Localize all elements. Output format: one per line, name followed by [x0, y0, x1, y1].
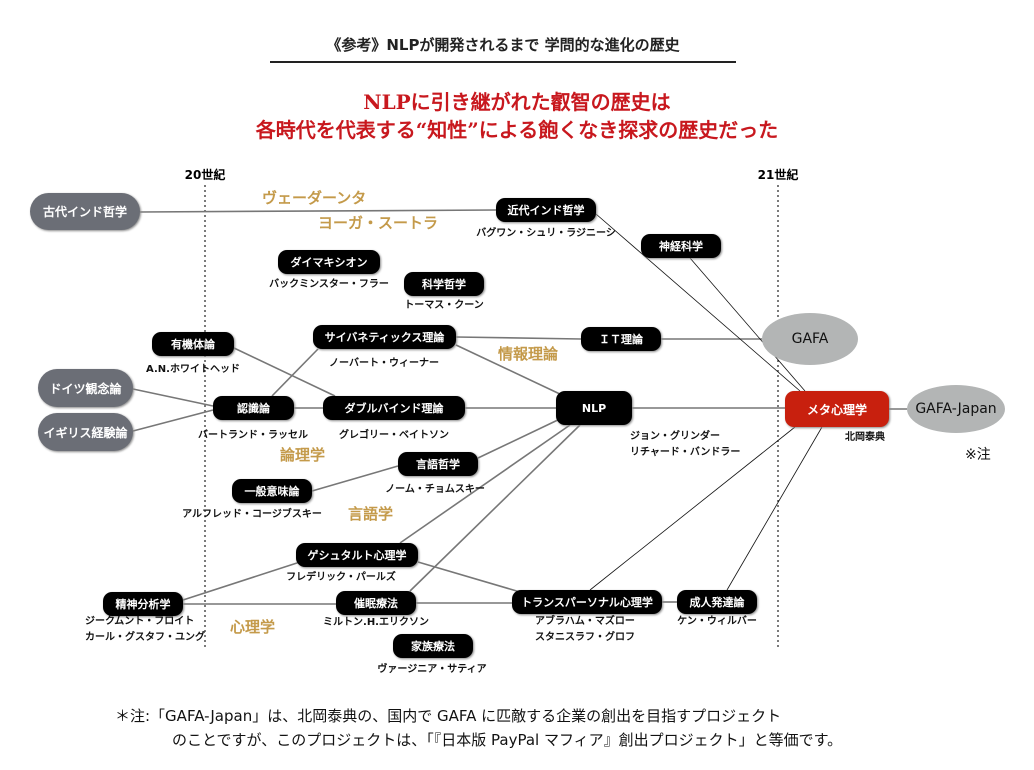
node-double: ダブルバインド理論: [323, 396, 465, 420]
node-dymaxion-people: バックミンスター・フラー: [269, 277, 389, 293]
person-name: 北岡泰典: [845, 432, 885, 443]
node-dymaxion: ダイマキシオン: [278, 250, 380, 274]
headline-line-1: NLPに引き継がれた叡智の歴史は: [363, 90, 671, 114]
connector-line: [271, 348, 319, 397]
node-it: ＩＴ理論: [581, 327, 661, 351]
node-organism: 有機体論: [152, 332, 234, 356]
connector-line: [132, 409, 214, 432]
node-transp: トランスパーソナル心理学: [512, 590, 662, 614]
person-name: ジークムント・フロイト: [85, 616, 195, 627]
connector-line: [132, 388, 214, 407]
field-vedanta: ヴェーダーンタ: [262, 189, 367, 207]
person-name: ジョン・グリンダー: [630, 431, 720, 442]
connector-line: [139, 209, 497, 213]
person-name: ミルトン.H.エリクソン: [323, 617, 429, 628]
node-family-people: ヴァージニア・サティア: [377, 662, 486, 678]
person-name: スタニスラフ・グロフ: [535, 632, 635, 643]
node-semantics-people: アルフレッド・コージブスキー: [182, 507, 322, 523]
node-neuro: 神経科学: [641, 234, 721, 258]
node-german: ドイツ観念論: [38, 369, 133, 407]
person-name: フレデリック・パールズ: [286, 572, 396, 583]
connector-line: [595, 213, 801, 392]
footnote-line-1: ＊注:「GAFA-Japan」は、北岡泰典の、国内で GAFA に匹敵する企業の…: [115, 707, 782, 725]
node-psychoan: 精神分析学: [103, 592, 183, 616]
person-name: ヴァージニア・サティア: [377, 664, 487, 675]
century-21-label: 21世紀: [757, 168, 799, 182]
person-name: バックミンスター・フラー: [269, 279, 389, 290]
node-philsci-people: トーマス・クーン: [404, 298, 484, 314]
connector-line: [455, 344, 563, 396]
century-20-label: 20世紀: [184, 168, 226, 182]
node-semantics: 一般意味論: [232, 479, 312, 503]
node-transp-people: アブラハム・マズロースタニスラフ・グロフ: [535, 614, 635, 646]
field-information-theory: 情報理論: [498, 345, 559, 363]
connector-line: [233, 347, 336, 397]
node-gestalt: ゲシュタルト心理学: [296, 543, 418, 567]
node-adult-people: ケン・ウィルバー: [677, 614, 757, 630]
node-ancient: 古代インド哲学: [30, 193, 140, 230]
person-name: アルフレッド・コージブスキー: [182, 509, 322, 520]
connector-line: [455, 336, 582, 340]
node-organism-people: A.N.ホワイトヘッド: [146, 362, 240, 378]
note-mark: ※注: [965, 447, 991, 463]
connector-line: [399, 424, 571, 544]
connector-line: [409, 424, 581, 592]
person-name: グレゴリー・ベイトソン: [339, 430, 449, 441]
person-name: トーマス・クーン: [404, 300, 484, 311]
node-langphil-people: ノーム・チョムスキー: [385, 482, 485, 498]
person-name: アブラハム・マズロー: [535, 616, 635, 627]
node-gafajp: GAFA-Japan: [907, 385, 1005, 433]
connector-line: [726, 426, 823, 591]
node-epist-people: バートランド・ラッセル: [198, 428, 308, 444]
field-yoga: ヨーガ・スートラ: [318, 214, 439, 232]
person-name: ノーム・チョムスキー: [385, 484, 485, 495]
page-title: 《参考》NLPが開発されるまで 学問的な進化の歴史: [270, 34, 736, 63]
node-meta-people: 北岡泰典: [845, 430, 885, 446]
connector-line: [311, 465, 399, 492]
node-langphil: 言語哲学: [398, 452, 478, 476]
node-double-people: グレゴリー・ベイトソン: [339, 428, 449, 444]
person-name: バートランド・ラッセル: [198, 430, 308, 441]
connector-line: [182, 561, 301, 601]
node-meta: メタ心理学: [785, 391, 889, 427]
person-name: A.N.ホワイトヘッド: [146, 364, 240, 375]
person-name: リチャード・バンドラー: [630, 447, 741, 458]
node-hypno: 催眠療法: [336, 591, 416, 615]
connector-line: [477, 417, 563, 459]
node-modern-people: バグワン・シュリ・ラジニーシ: [476, 226, 616, 242]
field-linguistics: 言語学: [348, 505, 394, 523]
field-psychology: 心理学: [230, 618, 276, 636]
node-modern: 近代インド哲学: [496, 198, 596, 222]
node-nlp-people: ジョン・グリンダーリチャード・バンドラー: [630, 429, 740, 461]
person-name: バグワン・シュリ・ラジニーシ: [476, 228, 616, 239]
node-family: 家族療法: [393, 634, 473, 658]
node-philsci: 科学哲学: [404, 272, 484, 296]
node-gafa: GAFA: [762, 313, 858, 365]
node-gestalt-people: フレデリック・パールズ: [286, 570, 396, 586]
person-name: ケン・ウィルバー: [677, 616, 757, 627]
node-cyber-people: ノーバート・ウィーナー: [329, 356, 439, 372]
node-epist: 認識論: [213, 396, 294, 420]
connector-line: [417, 561, 521, 593]
node-british: イギリス経験論: [38, 413, 133, 451]
node-psychoan-people: ジークムント・フロイトカール・グスタフ・ユング: [85, 614, 205, 646]
person-name: ノーバート・ウィーナー: [329, 358, 439, 369]
connector-line: [689, 257, 806, 392]
node-cyber: サイバネティックス理論: [313, 325, 456, 349]
node-nlp: NLP: [556, 391, 632, 425]
headline-line-2: 各時代を代表する“知性”による飽くなき探求の歴史だった: [255, 118, 779, 142]
node-hypno-people: ミルトン.H.エリクソン: [323, 615, 429, 631]
person-name: カール・グスタフ・ユング: [85, 632, 205, 643]
node-adult: 成人発達論: [677, 590, 757, 614]
field-logic: 論理学: [280, 446, 326, 464]
connector-line: [589, 426, 796, 591]
footnote-line-2: のことですが、このプロジェクトは、「『日本版 PayPal マフィア』創出プロジ…: [172, 731, 843, 749]
